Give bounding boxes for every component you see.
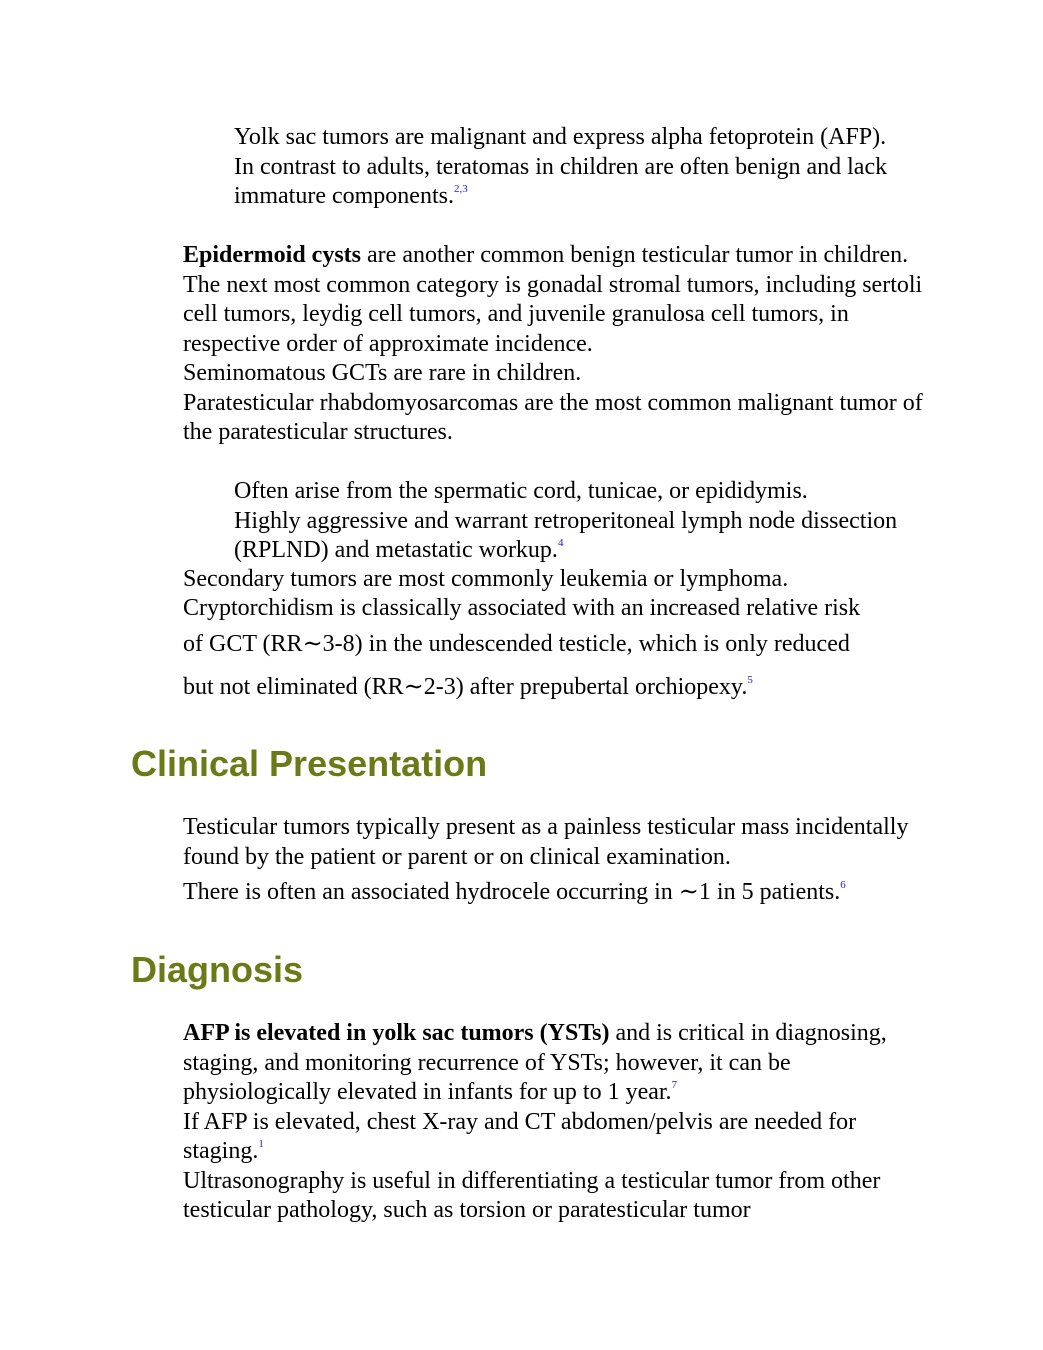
- afp-item: AFP is elevated in yolk sac tumors (YSTs…: [183, 1020, 887, 1105]
- yolk-sac-item: Yolk sac tumors are malignant and expres…: [234, 124, 887, 150]
- citation-link[interactable]: 1: [258, 1138, 264, 1150]
- citation-link[interactable]: 6: [840, 879, 846, 891]
- diagnosis-heading: Diagnosis: [131, 949, 304, 990]
- secondary-item: Secondary tumors are most commonly leuke…: [183, 566, 789, 592]
- crypt-line-3: but not eliminated (RR∼2-3) after prepub…: [183, 674, 753, 700]
- rhabdo-sub-list: Often arise from the spermatic cord, tun…: [234, 477, 924, 566]
- citation-link[interactable]: 4: [557, 537, 564, 549]
- teratoma-item: In contrast to adults, teratomas in chil…: [234, 153, 888, 210]
- staging-item: If AFP is elevated, chest X-ray and CT a…: [183, 1108, 857, 1165]
- diagnosis-list: AFP is elevated in yolk sac tumors (YSTs…: [183, 1019, 923, 1226]
- ultrasound-item: Ultrasonography is useful in differentia…: [183, 1167, 881, 1224]
- crypt-line-2: of GCT (RR∼3-8) in the undescended testi…: [183, 631, 850, 657]
- seminomatous-item: Seminomatous GCTs are rare in children.: [183, 360, 582, 386]
- rhabdo-aggressive-item: Highly aggressive and warrant retroperit…: [234, 507, 898, 564]
- rhabdo-item: Paratesticular rhabdomyosarcomas are the…: [183, 389, 923, 446]
- clinical-line-1: Testicular tumors typically present as a…: [183, 814, 909, 870]
- crypt-line-1: Cryptorchidism is classically associated…: [183, 595, 861, 621]
- clinical-heading: Clinical Presentation: [131, 743, 488, 784]
- citation-link[interactable]: 7: [671, 1079, 678, 1091]
- rhabdo-origin-item: Often arise from the spermatic cord, tun…: [234, 478, 808, 504]
- citation-link[interactable]: 5: [747, 674, 753, 686]
- epidermoid-item: Epidermoid cysts are another common beni…: [183, 242, 909, 268]
- clinical-text: Testicular tumors typically present as a…: [183, 813, 923, 872]
- stromal-item: The next most common category is gonadal…: [183, 271, 923, 357]
- clinical-hydrocele: There is often an associated hydrocele o…: [183, 879, 846, 905]
- citation-link[interactable]: 2,3: [453, 183, 468, 195]
- intro-list: Epidermoid cysts are another common beni…: [183, 241, 923, 448]
- intro-sub-list: Yolk sac tumors are malignant and expres…: [234, 123, 924, 212]
